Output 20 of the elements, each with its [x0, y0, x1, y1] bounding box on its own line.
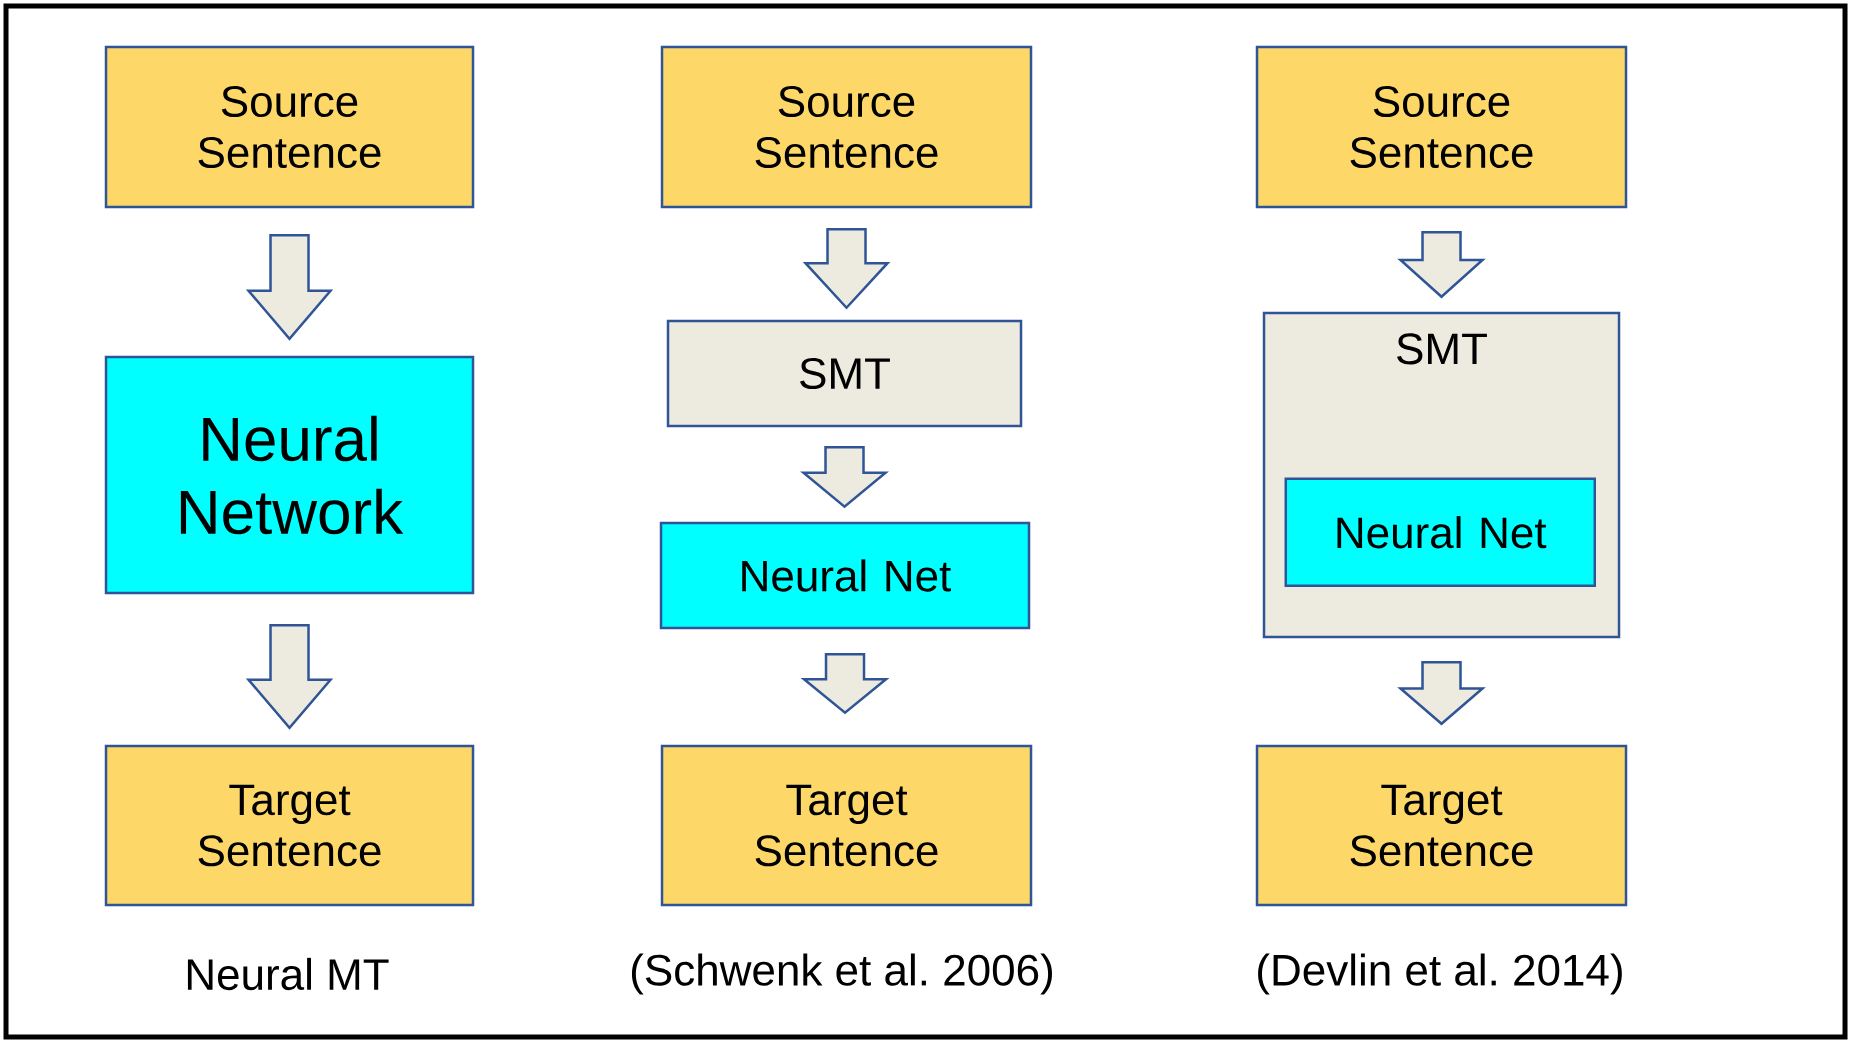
process-box: Target Sentence [104, 744, 475, 907]
process-box: Neural Net [659, 521, 1031, 630]
inner-box: Neural Net [1284, 477, 1596, 587]
process-box: Target Sentence [660, 744, 1033, 907]
block-arrow [245, 624, 334, 730]
block-arrow [802, 228, 891, 310]
process-box: Target Sentence [1255, 744, 1628, 907]
block-arrow [245, 234, 334, 341]
process-box: Neural Network [104, 355, 475, 595]
caption-text: (Schwenk et al. 2006) [631, 953, 1052, 995]
process-box: Source Sentence [104, 45, 475, 209]
block-arrow [1397, 231, 1486, 299]
block-arrow [1397, 661, 1486, 726]
block-arrow [800, 653, 890, 715]
process-box: SMT [666, 319, 1023, 428]
caption-text: Neural MT [187, 957, 389, 991]
caption-text: (Devlin et al. 2014) [1258, 953, 1622, 995]
process-box: Source Sentence [660, 45, 1033, 209]
process-box: Source Sentence [1255, 45, 1628, 209]
block-arrow [800, 446, 889, 509]
